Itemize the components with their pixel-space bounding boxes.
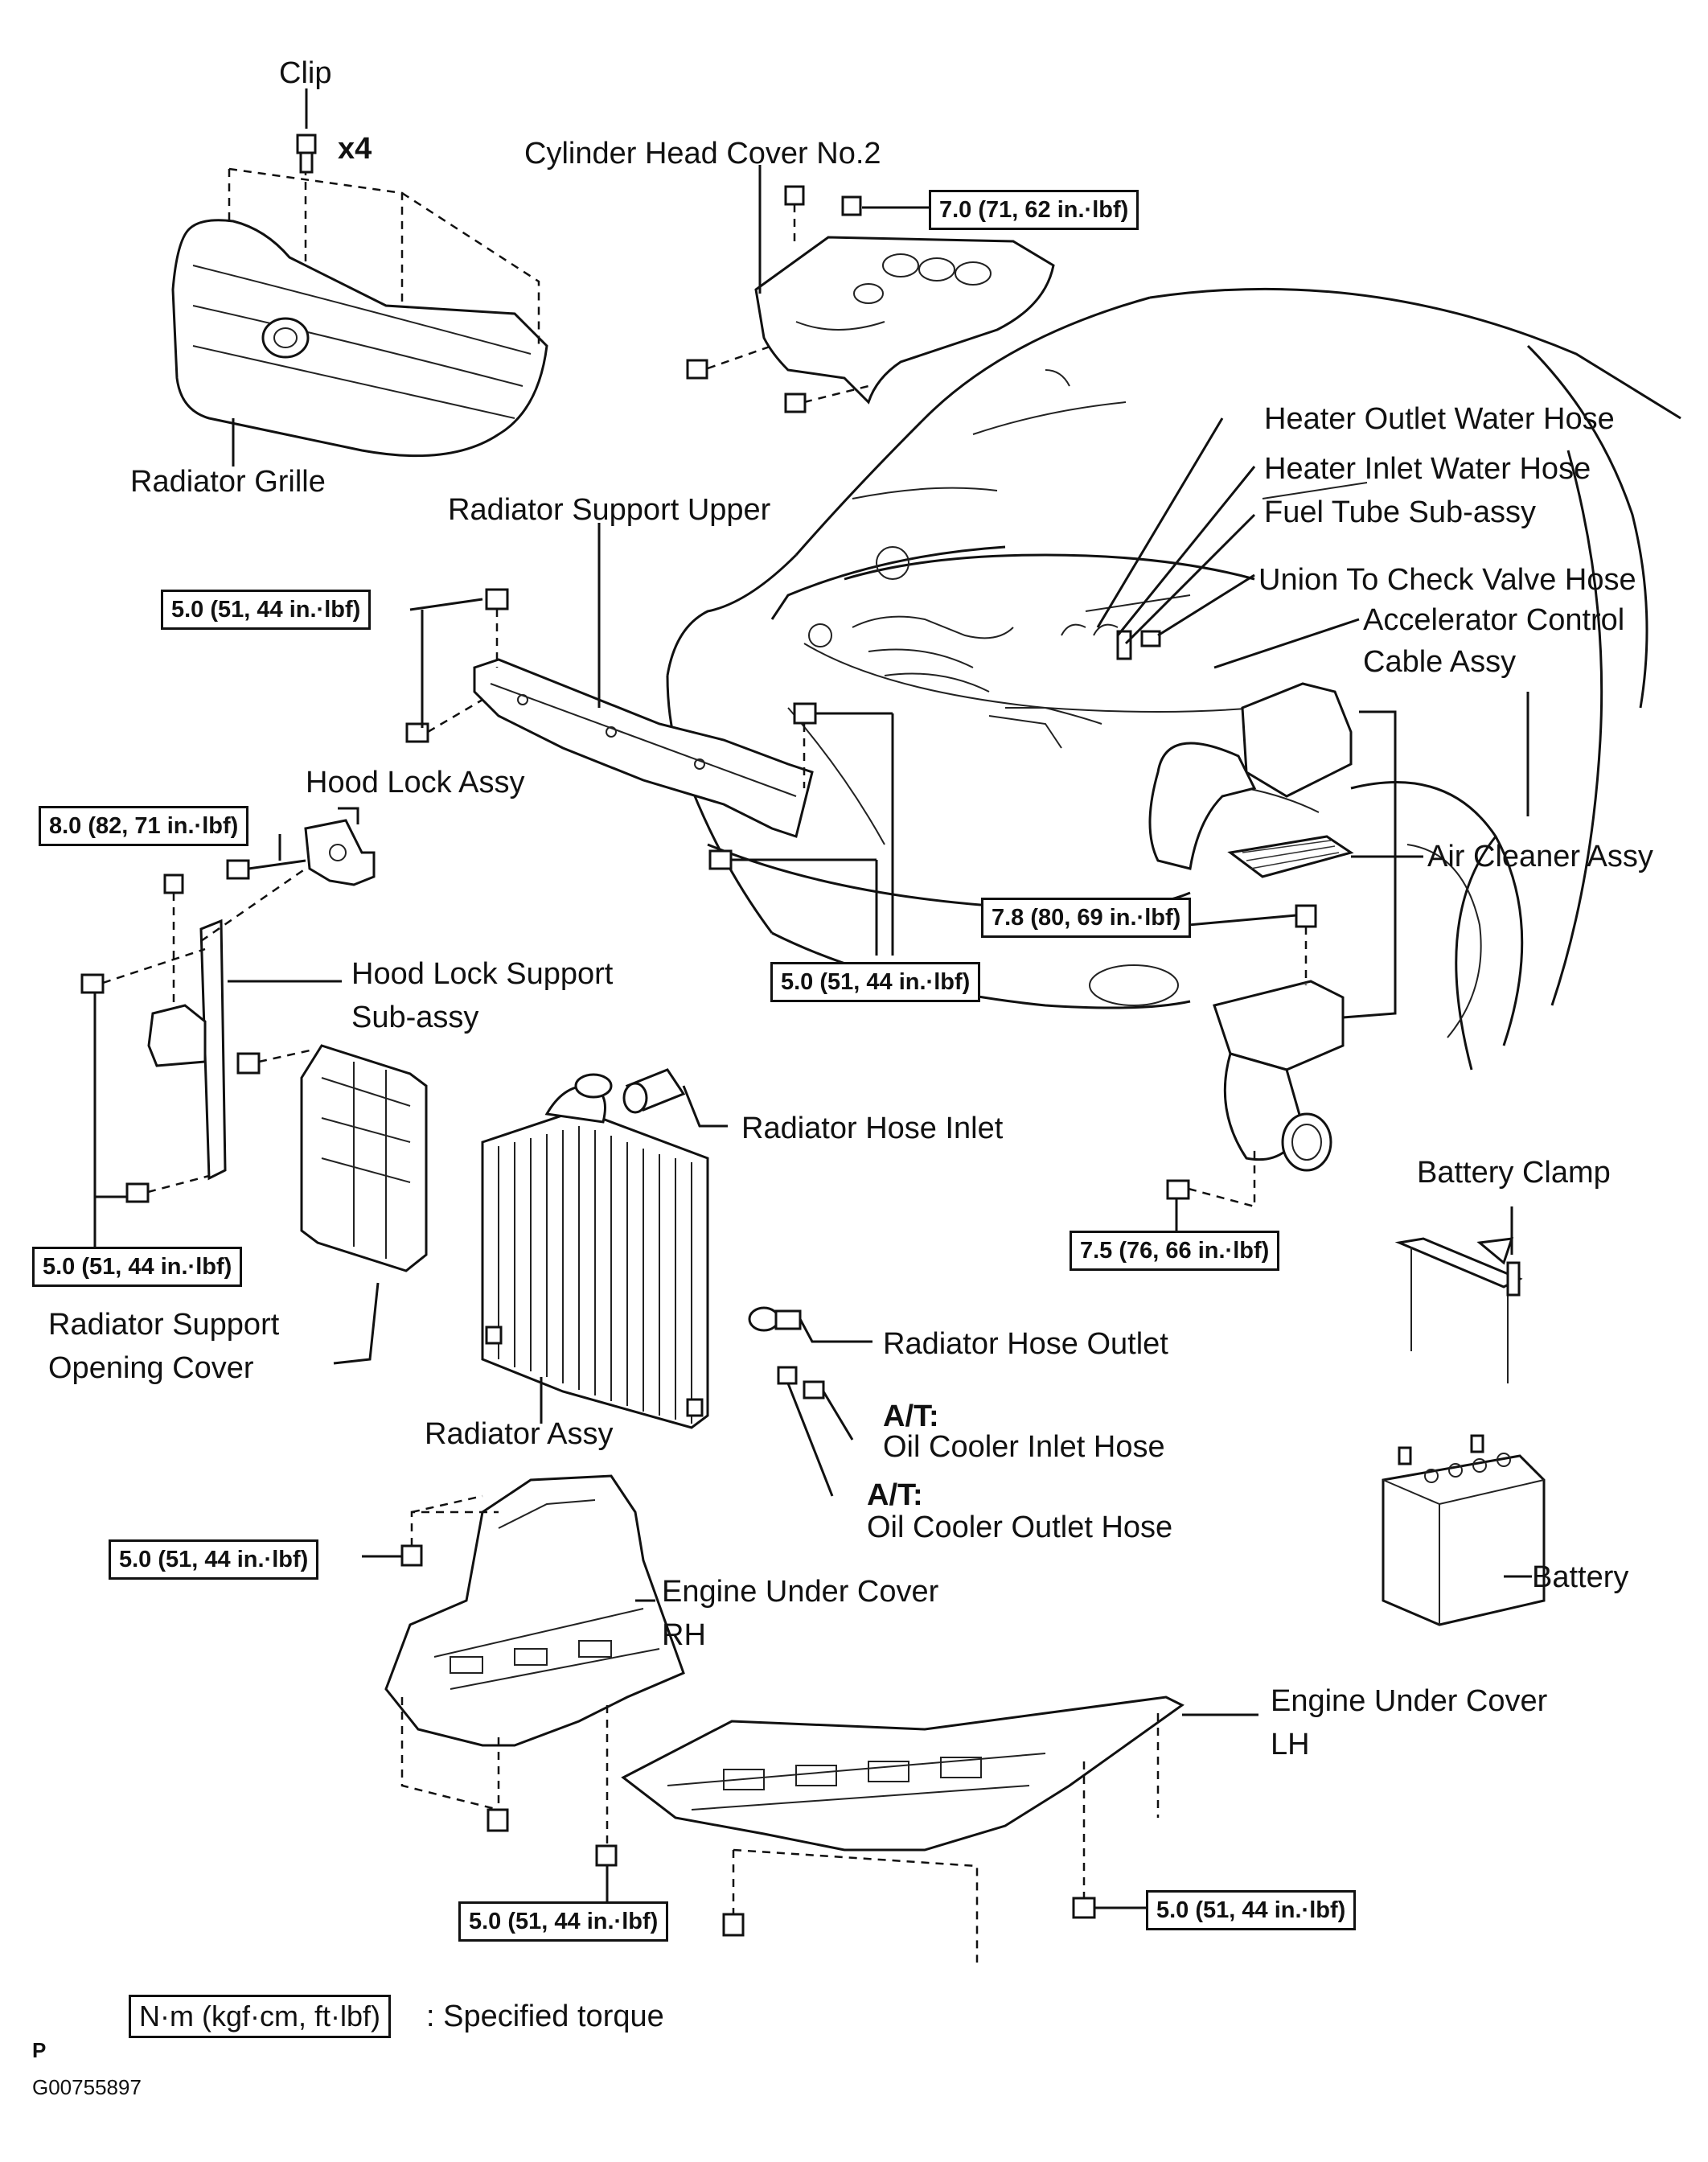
torque-hood-lock: 8.0 (82, 71 in.·lbf)	[39, 806, 249, 846]
hood-lock-label: Hood Lock Assy	[306, 766, 525, 799]
bolt-icon	[1072, 1897, 1096, 1919]
air-cleaner-label: Air Cleaner Assy	[1427, 840, 1653, 873]
torque-air-cleaner-lower: 7.5 (76, 66 in.·lbf)	[1070, 1231, 1280, 1271]
bolt-icon	[1166, 1179, 1190, 1200]
battery-drawing	[1382, 1434, 1546, 1626]
fuel-tube-label: Fuel Tube Sub-assy	[1264, 495, 1536, 529]
torque-cylinder-head: 7.0 (71, 62 in.·lbf)	[929, 190, 1139, 230]
radiator-hose-outlet-label: Radiator Hose Outlet	[883, 1327, 1168, 1361]
torque-hood-lock-support: 5.0 (51, 44 in.·lbf)	[32, 1247, 243, 1287]
hood-lock-support-label-line1: Hood Lock Support	[351, 957, 614, 991]
radiator-hose-inlet-label: Radiator Hose Inlet	[741, 1112, 1004, 1145]
bolt-icon	[487, 1808, 509, 1832]
radiator-support-opening-cover-label-line1: Radiator Support	[48, 1308, 280, 1342]
engine-under-cover-lh-label-line2: LH	[1271, 1728, 1310, 1761]
bolt-icon	[400, 1544, 423, 1567]
clip-icon	[296, 134, 317, 174]
radiator-support-opening-cover-drawing	[300, 1044, 428, 1272]
hood-lock-support-label-line2: Sub-assy	[351, 1001, 479, 1034]
nut-icon	[784, 185, 805, 206]
bolt-icon	[80, 973, 105, 994]
air-cleaner-drawing	[1148, 682, 1354, 1172]
battery-label: Battery	[1532, 1560, 1629, 1594]
bolt-icon	[236, 1052, 261, 1075]
at-label-outlet: A/T:	[867, 1478, 923, 1512]
bolt-icon	[686, 359, 708, 380]
accelerator-cable-label-line2: Cable Assy	[1363, 645, 1517, 679]
engine-under-cover-rh-label-line1: Engine Under Cover	[662, 1575, 939, 1609]
torque-legend-units: N·m (kgf·cm, ft·lbf)	[129, 1995, 391, 2038]
engine-under-cover-lh-label-line1: Engine Under Cover	[1271, 1684, 1548, 1718]
radiator-hose-inlet-drawing	[622, 1068, 686, 1114]
battery-clamp-drawing	[1394, 1237, 1523, 1383]
nut-icon	[595, 1844, 618, 1867]
bolt-icon	[226, 859, 250, 880]
torque-radiator-support-mid: 5.0 (51, 44 in.·lbf)	[770, 962, 981, 1002]
bolt-icon	[708, 849, 733, 870]
torque-air-cleaner-upper: 7.8 (80, 69 in.·lbf)	[981, 898, 1192, 938]
heater-inlet-hose-label: Heater Inlet Water Hose	[1264, 452, 1591, 486]
torque-legend-text: : Specified torque	[426, 2000, 664, 2033]
torque-under-cover-rh: 5.0 (51, 44 in.·lbf)	[109, 1539, 319, 1580]
oil-cooler-outlet-hose-label: Oil Cooler Outlet Hose	[867, 1511, 1173, 1544]
radiator-support-opening-cover-label-line2: Opening Cover	[48, 1351, 254, 1385]
heater-outlet-hose-label: Heater Outlet Water Hose	[1264, 402, 1615, 436]
hood-lock-support-drawing	[147, 919, 227, 1181]
radiator-drawing	[481, 1073, 709, 1429]
torque-under-cover-lh: 5.0 (51, 44 in.·lbf)	[1146, 1890, 1357, 1930]
radiator-hose-outlet-icon	[748, 1306, 780, 1332]
union-check-valve-hose-label: Union To Check Valve Hose	[1258, 563, 1636, 597]
oil-cooler-inlet-hose-label: Oil Cooler Inlet Hose	[883, 1430, 1165, 1464]
oil-cooler-fitting-icon	[777, 1366, 798, 1385]
bolt-icon	[163, 873, 184, 894]
clip-quantity-label: x4	[338, 132, 372, 166]
vehicle-outline	[666, 287, 1681, 1071]
radiator-grille-label: Radiator Grille	[130, 465, 326, 499]
bolt-icon	[722, 1913, 745, 1937]
nut-icon	[841, 195, 862, 216]
footer-letter: P	[32, 2038, 47, 2062]
radiator-assy-label: Radiator Assy	[425, 1417, 614, 1451]
bolt-icon	[125, 1182, 150, 1203]
cylinder-head-cover-label: Cylinder Head Cover No.2	[524, 137, 881, 171]
accelerator-cable-label-line1: Accelerator Control	[1363, 603, 1625, 637]
radiator-support-upper-label: Radiator Support Upper	[448, 493, 771, 527]
engine-under-cover-rh-drawing	[384, 1474, 685, 1747]
figure-code: G00755897	[32, 2075, 142, 2099]
torque-radiator-support-upper: 5.0 (51, 44 in.·lbf)	[161, 590, 372, 630]
bolt-icon	[405, 722, 429, 743]
torque-under-cover-bottom: 5.0 (51, 44 in.·lbf)	[458, 1901, 669, 1942]
bolt-icon	[485, 588, 509, 610]
hood-lock-drawing	[304, 819, 376, 886]
engine-under-cover-rh-label-line2: RH	[662, 1618, 706, 1652]
engine-under-cover-lh-drawing	[621, 1695, 1185, 1852]
bolt-icon	[1295, 904, 1317, 928]
clip-label: Clip	[279, 56, 332, 90]
cylinder-head-cover-drawing	[754, 236, 1055, 405]
bolt-icon	[784, 393, 807, 413]
battery-clamp-label: Battery Clamp	[1417, 1156, 1611, 1190]
radiator-support-upper-drawing	[473, 658, 814, 838]
oil-cooler-fitting-icon	[803, 1380, 825, 1400]
radiator-grille-drawing	[171, 153, 548, 458]
bolt-icon	[793, 702, 817, 725]
at-label-inlet: A/T:	[883, 1400, 939, 1433]
